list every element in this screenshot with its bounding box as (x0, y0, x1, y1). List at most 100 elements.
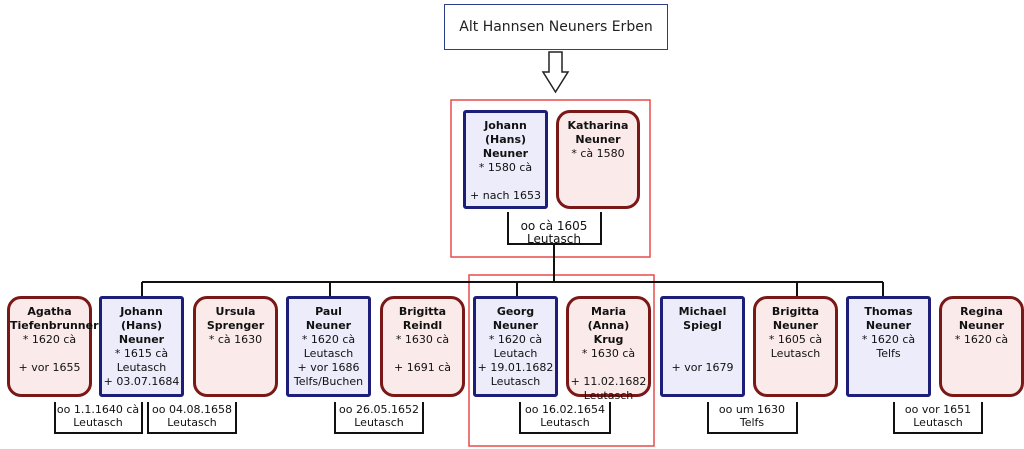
marriage-label-4: oo 16.02.1654 Leutasch (515, 403, 615, 429)
marriage-place: Leutasch (73, 416, 123, 429)
person-detail: * 1620 cà (22, 333, 77, 346)
person-name: Regina (960, 305, 1003, 318)
marriage-date: oo vor 1651 (904, 403, 972, 416)
person-ursula-sprenger[interactable]: Ursula Sprenger * cà 1630 (193, 296, 278, 397)
person-detail: + 11.02.1682 (570, 375, 647, 388)
person-paul-neuner[interactable]: Paul Neuner * 1620 cà Leutasch + vor 168… (286, 296, 371, 397)
person-thomas-neuner[interactable]: Thomas Neuner * 1620 cà Telfs (846, 296, 931, 397)
marriage-label-2: oo 04.08.1658 Leutasch (142, 403, 242, 429)
person-name: Georg (496, 305, 535, 318)
person-michael-spiegl[interactable]: Michael Spiegl + vor 1679 (660, 296, 745, 397)
georg-couple-highlight-frame (468, 274, 655, 447)
person-detail (383, 347, 462, 361)
marriage-bracket-1 (54, 402, 143, 434)
person-detail: Leutasch (303, 347, 354, 360)
marriage-date: oo 26.05.1652 (339, 403, 419, 416)
person-detail: * 1620 cà (861, 333, 916, 346)
person-name: Maria (Anna) (587, 305, 630, 332)
marriage-place: Leutasch (167, 416, 217, 429)
person-detail: Leutasch (583, 389, 634, 402)
person-name: Paul (315, 305, 342, 318)
person-detail: * 1620 cà (488, 333, 543, 346)
person-johann-hans-neuner-jun[interactable]: Johann (Hans) Neuner * 1615 cà Leutasch … (99, 296, 184, 397)
family-title: Alt Hannsen Neuners Erben (444, 4, 668, 50)
marriage-date: oo 04.08.1658 (152, 403, 232, 416)
person-detail: * 1615 cà (114, 347, 169, 360)
marriage-date: oo 1.1.1640 cà (56, 403, 140, 416)
person-johann-hans-neuner-sen[interactable]: Johann (Hans) Neuner * 1580 cà + nach 16… (463, 110, 548, 209)
person-surname: Neuner (865, 319, 912, 332)
person-surname: Spiegl (683, 319, 722, 332)
marriage-place: Leutasch (913, 416, 963, 429)
marriage-place: Leutasch (527, 232, 581, 246)
person-name: Agatha (27, 305, 72, 318)
person-detail: Telfs/Buchen (293, 375, 364, 388)
person-detail: Leutasch (770, 347, 821, 360)
marriage-label-1: oo 1.1.1640 cà Leutasch (48, 403, 148, 429)
person-detail: * 1605 cà (768, 333, 823, 346)
person-detail: + vor 1655 (18, 361, 81, 374)
person-name: Ursula (215, 305, 256, 318)
person-surname: Neuner (482, 147, 529, 160)
person-surname: Sprenger (206, 319, 265, 332)
marriage-bracket-5 (707, 402, 798, 434)
person-surname: Neuner (492, 319, 539, 332)
person-surname: Tiefenbrunner (10, 319, 99, 332)
person-detail: * 1620 cà (301, 333, 356, 346)
marriage-date: oo um 1630 (718, 403, 786, 416)
person-detail: Leutasch (116, 361, 167, 374)
marriage-date: oo cà 1605 (520, 219, 588, 233)
person-name: Brigitta (771, 305, 820, 318)
person-detail: + 03.07.1684 (103, 375, 180, 388)
person-surname: Neuner (118, 333, 165, 346)
person-georg-neuner[interactable]: Georg Neuner * 1620 cà Leutach + 19.01.1… (473, 296, 558, 397)
person-detail: + vor 1686 (297, 361, 360, 374)
marriage-bracket-3 (334, 402, 424, 434)
person-maria-anna-krug[interactable]: Maria (Anna) Krug * 1630 cà + 11.02.1682… (566, 296, 651, 402)
parents-highlight-frame (450, 99, 651, 258)
person-detail (10, 347, 89, 361)
person-name: Johann (Hans) (120, 305, 163, 332)
person-detail (569, 361, 648, 375)
person-detail: * 1630 cà (581, 347, 636, 360)
person-surname: Neuner (772, 319, 819, 332)
marriage-label-5: oo um 1630 Telfs (702, 403, 802, 429)
marriage-place: Telfs (739, 416, 765, 429)
marriage-label-6: oo vor 1651 Leutasch (888, 403, 988, 429)
person-detail: + 1691 cà (394, 361, 451, 374)
person-surname: Neuner (305, 319, 352, 332)
person-detail: + nach 1653 (470, 189, 541, 202)
person-name: Michael (678, 305, 727, 318)
marriage-date: oo 16.02.1654 (525, 403, 605, 416)
person-detail: Leutach (493, 347, 538, 360)
person-detail: * cà 1580 (571, 147, 625, 160)
person-detail: * 1630 cà (395, 333, 450, 346)
person-detail: + 19.01.1682 (477, 361, 554, 374)
person-detail (663, 347, 742, 361)
marriage-place: Leutasch (540, 416, 590, 429)
person-surname: Krug (593, 333, 624, 346)
person-regina-neuner[interactable]: Regina Neuner * 1620 cà (939, 296, 1024, 397)
person-surname: Reindl (402, 319, 443, 332)
person-detail: + vor 1679 (671, 361, 734, 374)
marriage-bracket-2 (147, 402, 237, 434)
person-detail (663, 333, 742, 347)
marriage-label-3: oo 26.05.1652 Leutasch (329, 403, 429, 429)
person-name: Thomas (864, 305, 913, 318)
person-agatha-tiefenbrunner[interactable]: Agatha Tiefenbrunner * 1620 cà + vor 165… (7, 296, 99, 397)
person-detail: * 1620 cà (954, 333, 1009, 346)
person-detail (466, 175, 545, 189)
down-arrow-icon (541, 51, 570, 94)
person-katharina-neuner[interactable]: Katharina Neuner * cà 1580 (556, 110, 640, 209)
person-detail: * 1580 cà (478, 161, 533, 174)
marriage-bracket-4 (519, 402, 611, 434)
person-brigitta-reindl[interactable]: Brigitta Reindl * 1630 cà + 1691 cà (380, 296, 465, 397)
person-name: Brigitta (398, 305, 447, 318)
person-surname: Neuner (958, 319, 1005, 332)
person-surname: Neuner (575, 133, 621, 146)
person-brigitta-neuner[interactable]: Brigitta Neuner * 1605 cà Leutasch (753, 296, 838, 397)
person-name: Johann (Hans) (484, 119, 527, 146)
parents-marriage-label: oo cà 1605 Leutasch (504, 220, 604, 246)
marriage-place: Leutasch (354, 416, 404, 429)
